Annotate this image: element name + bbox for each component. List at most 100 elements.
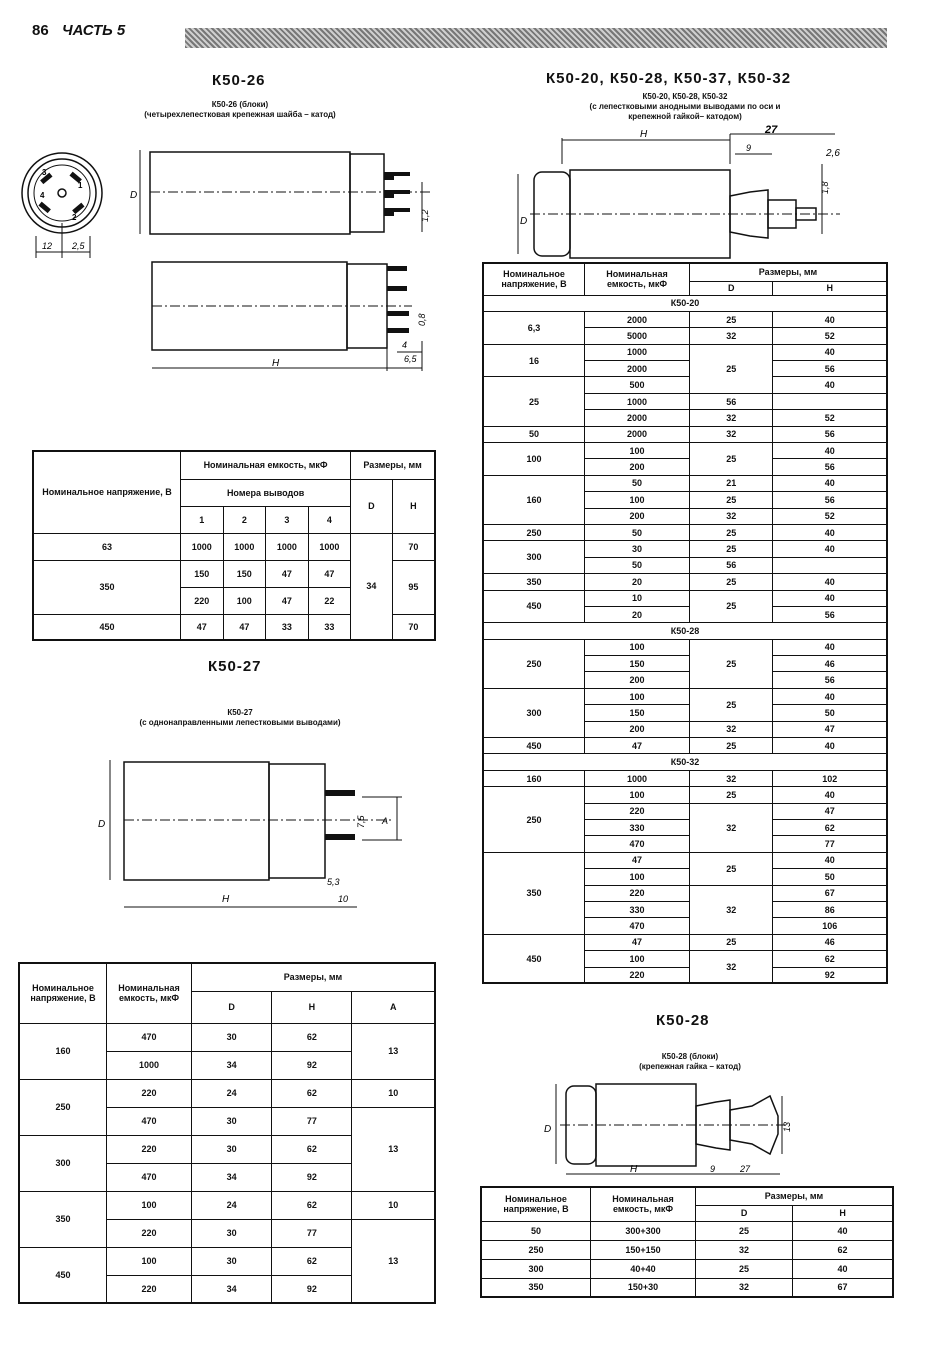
svg-text:27: 27 <box>739 1164 751 1174</box>
col-header-voltage: Номинальное напряжение, В <box>32 450 181 534</box>
section-title: К50-28 <box>482 622 888 640</box>
svg-text:A: A <box>381 816 388 826</box>
section-row: К50-20 <box>482 294 888 312</box>
svg-text:9: 9 <box>710 1164 715 1174</box>
svg-text:9: 9 <box>746 143 751 153</box>
col-header-voltage: Номинальное напряжение, В <box>18 962 107 1024</box>
k5020-caption: К50-20, К50-28, К50-32 (с лепестковыми а… <box>589 92 781 121</box>
k5027-drawing: D A 7,5 H 5,3 10 <box>98 760 402 908</box>
col-header-h: H <box>391 478 436 534</box>
col-header-d: D <box>688 280 774 296</box>
svg-text:13: 13 <box>782 1122 792 1132</box>
svg-text:D: D <box>130 190 137 201</box>
svg-text:10: 10 <box>338 894 348 904</box>
col-header-voltage: Номинальное напряжение, В <box>480 1186 591 1222</box>
svg-text:5,3: 5,3 <box>327 877 340 887</box>
pin-label: 3 <box>42 168 47 177</box>
col-header-voltage: Номинальное напряжение, В <box>482 262 585 296</box>
k5028-title: К50-28 <box>656 1012 710 1029</box>
k5028-table: Номинальное напряжение, В Номинальная ем… <box>480 1186 894 1298</box>
col-header-capacity: Номинальная емкость, мкФ <box>106 962 192 1024</box>
col-header-sizes: Размеры, мм <box>695 1186 894 1206</box>
col-header-sizes: Размеры, мм <box>191 962 436 992</box>
col-header-capacity: Номинальная емкость, мкФ <box>590 1186 696 1222</box>
pin-label: 2 <box>72 213 77 222</box>
section-row: К50-28 <box>482 622 888 640</box>
k5020-drawing: H 27 9 2,6 D 1,8 <box>517 124 840 259</box>
col-header-capacity: Номинальная емкость, мкФ <box>179 450 352 480</box>
k5028-drawing: D 13 H 9 27 <box>544 1083 792 1175</box>
svg-text:1,8: 1,8 <box>820 181 830 194</box>
section-title: К50-32 <box>482 753 888 771</box>
col-header-sizes: Размеры, мм <box>689 262 888 282</box>
svg-text:H: H <box>272 358 280 369</box>
svg-text:7,5: 7,5 <box>356 814 366 828</box>
k5026-side-view-bottom: H 4 6,5 0,8 <box>151 261 427 371</box>
header-hatch-bar <box>185 28 887 48</box>
section-title: К50-20 <box>482 294 888 312</box>
svg-text:1,2: 1,2 <box>420 209 430 222</box>
svg-text:D: D <box>520 216 527 227</box>
svg-text:0,8: 0,8 <box>417 313 427 326</box>
k5027-table: Номинальное напряжение, В Номинальная ем… <box>18 962 436 1304</box>
k5026-base-view-drawing: 3 1 4 2 12 2,5 <box>21 152 103 258</box>
k5020-title: К50-20, К50-28, К50-37, К50-32 <box>546 70 792 87</box>
svg-text:H: H <box>630 1164 638 1175</box>
svg-text:H: H <box>222 894 230 905</box>
k5026-table: Номинальное напряжение, В Номинальная ем… <box>32 450 436 641</box>
section-row: К50-32 <box>482 753 888 771</box>
pin-label: 4 <box>40 191 45 200</box>
dim-25: 2,5 <box>71 241 86 251</box>
col-header-d: D <box>350 478 393 534</box>
svg-text:H: H <box>640 129 648 140</box>
svg-text:27: 27 <box>764 124 778 136</box>
svg-text:2,6: 2,6 <box>825 148 840 159</box>
svg-text:D: D <box>544 1124 551 1135</box>
pin-label: 1 <box>78 181 83 190</box>
col-header-pin-numbers: Номера выводов <box>179 478 352 507</box>
k5026-caption: К50-26 (блоки) (четырехлепестковая крепе… <box>144 100 336 119</box>
part-title: ЧАСТЬ 5 <box>62 22 126 39</box>
col-header-sizes: Размеры, мм <box>350 450 436 480</box>
